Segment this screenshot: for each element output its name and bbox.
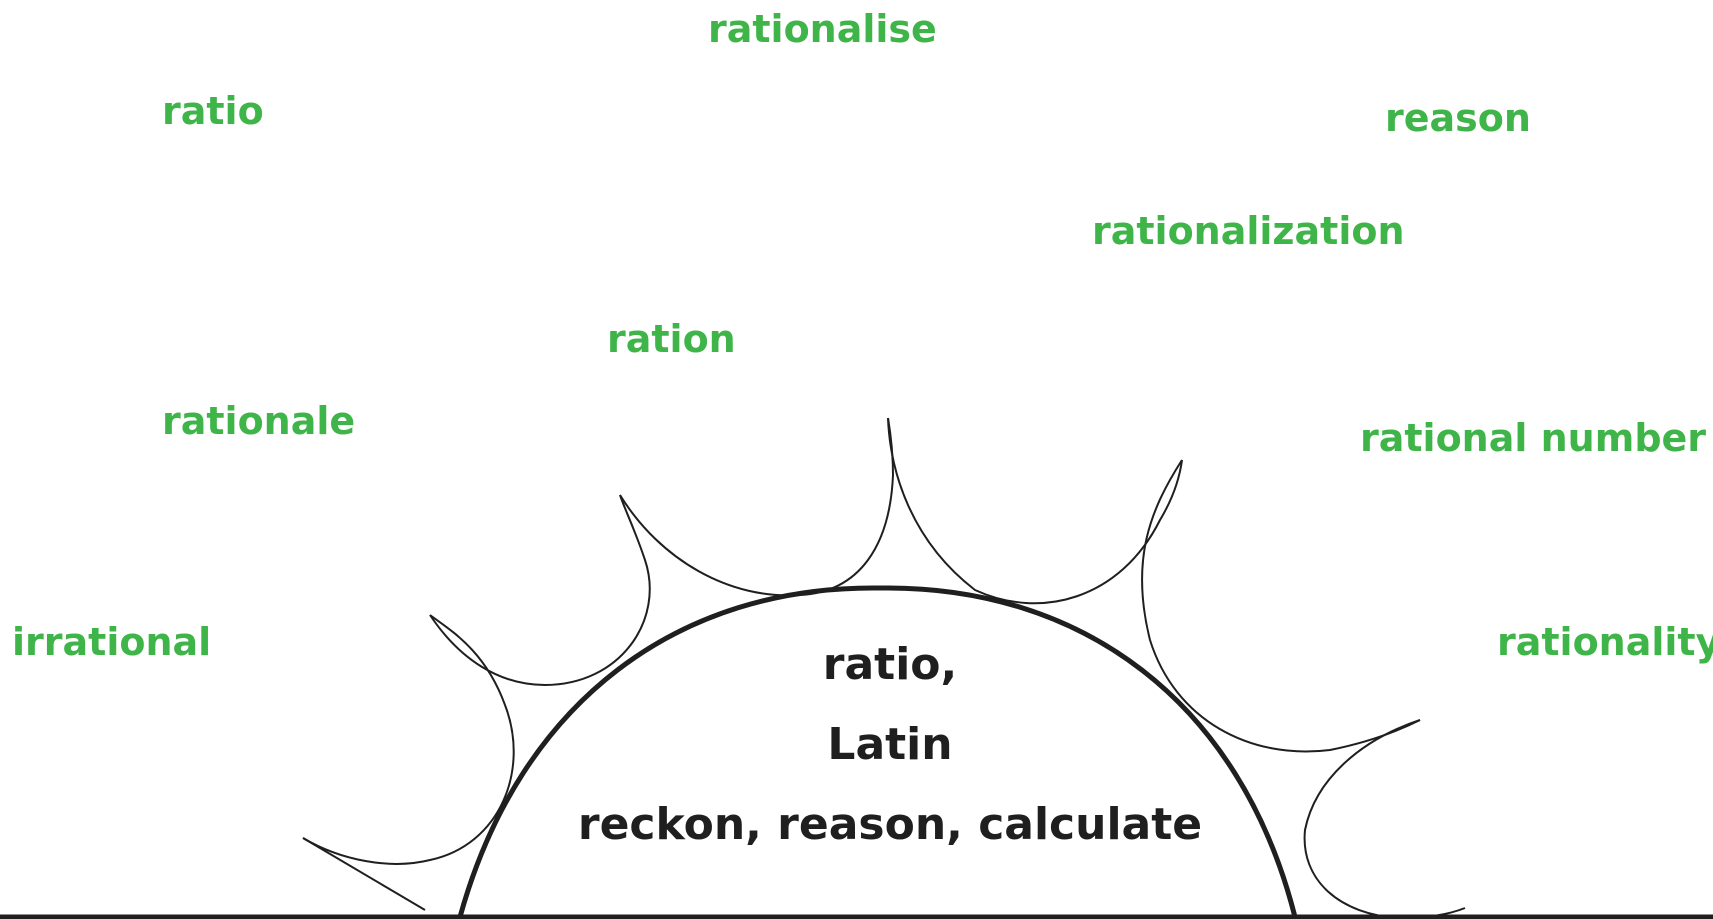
derived-word-irrational: irrational: [12, 620, 212, 664]
derived-word-rationale: rationale: [162, 399, 356, 443]
derived-word-rationality: rationality: [1497, 620, 1713, 664]
root-meaning: reckon, reason, calculate: [577, 799, 1203, 850]
derived-word-reason: reason: [1385, 96, 1531, 140]
derived-word-rational-number: rational number: [1360, 416, 1707, 460]
root-language: Latin: [827, 719, 953, 770]
derived-word-rationalization: rationalization: [1092, 209, 1405, 253]
derived-word-ratio: ratio: [162, 89, 264, 133]
derived-word-rationalise: rationalise: [708, 7, 937, 51]
derived-word-ration: ration: [607, 317, 736, 361]
root-word: ratio,: [822, 639, 958, 690]
sun-body: [457, 585, 1298, 918]
sun-petals: [302, 417, 1466, 919]
